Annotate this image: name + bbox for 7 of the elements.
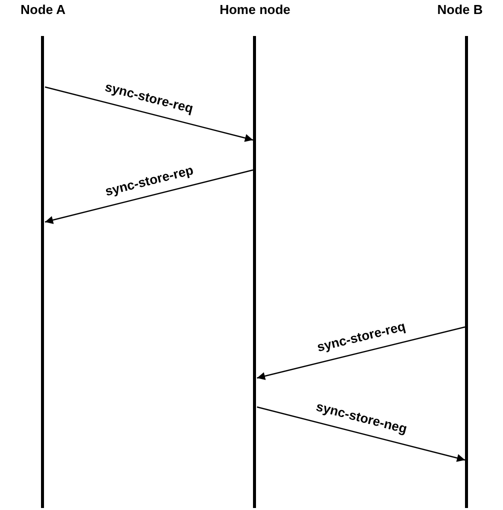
lifeline-label: Node B [436,2,484,17]
message-arrow [44,86,254,142]
message-arrow [44,169,254,224]
lifeline-label: Node A [19,2,67,17]
message-arrow [256,406,466,462]
message-arrow [256,326,466,380]
lifeline-label: Home node [218,2,292,17]
